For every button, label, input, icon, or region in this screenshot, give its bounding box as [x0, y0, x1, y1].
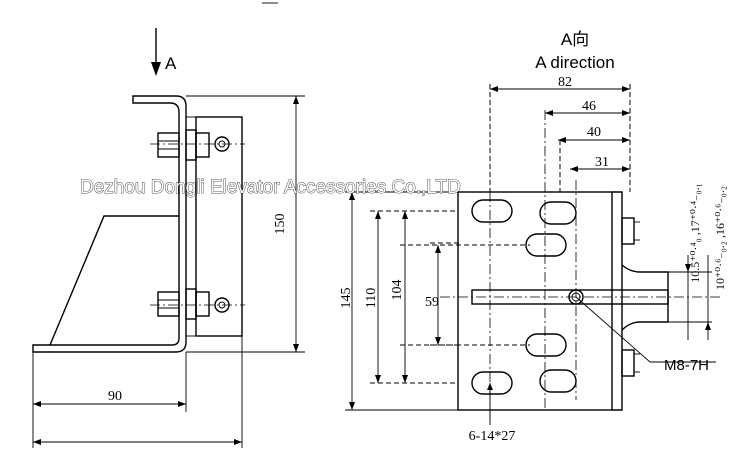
- dimension-110: 110: [364, 288, 379, 308]
- dimension-145: 145: [339, 288, 354, 309]
- direction-label-cn: A向: [561, 30, 589, 49]
- thread-callout: M8-7H: [664, 357, 709, 374]
- slot-callout: 6-14*27: [469, 429, 516, 444]
- front-view: A向 A direction: [339, 30, 727, 444]
- side-view: A 150: [32, 28, 305, 448]
- dimension-31: 31: [595, 155, 609, 170]
- direction-label-en: A direction: [535, 53, 614, 72]
- dimension-104: 104: [390, 280, 405, 301]
- dimension-150: 150: [273, 214, 288, 235]
- dimension-46: 46: [582, 99, 596, 114]
- dimension-90: 90: [108, 389, 122, 404]
- dimension-82: 82: [558, 75, 572, 90]
- watermark-text: Dezhou Dongli Elevator Accessories Co.,L…: [80, 177, 461, 198]
- dimension-40: 40: [587, 125, 601, 140]
- tolerance-right: 10⁺⁰·⁶₋₀.₂ ,16⁺⁰·⁶₋₀.₂: [713, 186, 727, 290]
- dimension-59: 59: [425, 295, 439, 310]
- view-arrow-label: A: [165, 54, 177, 73]
- tolerance-left: 10.5⁺⁰·⁴₀ ,17⁺⁰·⁴₋₀.₁: [688, 183, 702, 283]
